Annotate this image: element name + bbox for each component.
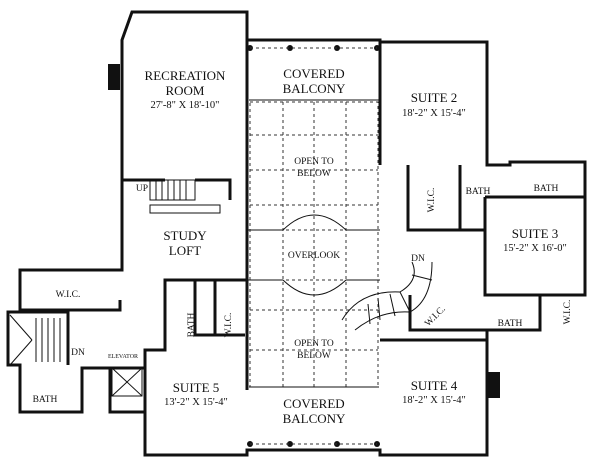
curved-stair	[341, 261, 433, 331]
main-stair-dn-label: DN	[411, 254, 425, 264]
bath-suite2-label: BATH	[466, 187, 491, 197]
bath-suite3-bottom-label: BATH	[498, 319, 523, 329]
suite3-label: SUITE 3	[512, 226, 559, 241]
chimney-left	[108, 64, 120, 90]
open-area-grid	[247, 99, 380, 388]
balcony-top-label: COVERED	[283, 66, 344, 81]
balcony-bottom-label-2: BALCONY	[283, 411, 346, 426]
open-to-below-top: OPEN TO	[294, 157, 334, 167]
recreation-room-label: RECREATION	[145, 68, 227, 83]
wic-suite3-label: W.I.C.	[563, 300, 573, 325]
study-loft-label: STUDY	[163, 228, 207, 243]
elevator-label: ELEVATOR	[108, 354, 138, 360]
wic-suite4-label: W.I.C.	[423, 304, 448, 329]
wic-left-label: W.I.C.	[56, 290, 81, 300]
wic-suite2-label: W.I.C.	[427, 188, 437, 213]
suite3-dims: 15'-2" X 16'-0"	[503, 243, 567, 254]
recreation-room-dims: 27'-8" X 18'-10"	[151, 100, 220, 111]
walls	[6, 10, 587, 457]
overlook-label: OVERLOOK	[288, 251, 340, 261]
suite5-dims: 13'-2" X 15'-4"	[164, 397, 228, 408]
open-to-below-top-2: BELOW	[297, 169, 331, 179]
suite4-dims: 18'-2" X 15'-4"	[402, 395, 466, 406]
suite2-dims: 18'-2" X 15'-4"	[402, 108, 466, 119]
suite4-label: SUITE 4	[411, 378, 458, 393]
stair-up-label: UP	[136, 184, 148, 194]
bath-suite5-label: BATH	[187, 312, 197, 337]
bath-left-label: BATH	[33, 395, 58, 405]
balcony-top-label-2: BALCONY	[283, 81, 346, 96]
chimney-right	[488, 372, 500, 398]
balcony-columns	[247, 45, 380, 447]
suite2-label: SUITE 2	[411, 90, 458, 105]
study-loft-label-2: LOFT	[169, 243, 202, 258]
elevator-shaft	[111, 367, 143, 397]
recreation-room-label-2: ROOM	[165, 83, 204, 98]
balcony-bottom-label: COVERED	[283, 396, 344, 411]
bath-suite3-top-label: BATH	[534, 184, 559, 194]
open-to-below-bottom: OPEN TO	[294, 339, 334, 349]
stair-left	[9, 314, 61, 366]
wic-suite5-label: W.I.C.	[224, 313, 234, 338]
stair-up	[149, 179, 221, 214]
open-to-below-bottom-2: BELOW	[297, 351, 331, 361]
suite5-label: SUITE 5	[173, 380, 220, 395]
stair-left-dn-label: DN	[71, 348, 85, 358]
